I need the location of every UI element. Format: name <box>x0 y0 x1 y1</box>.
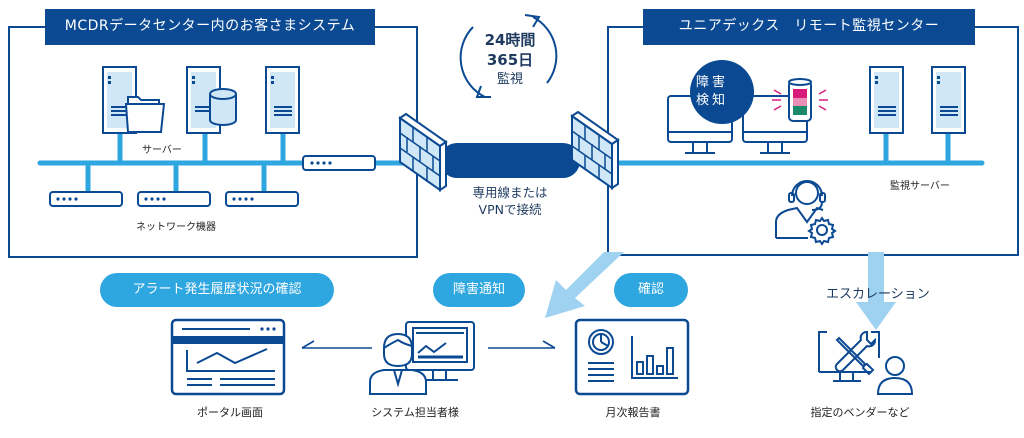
arrow-to-portal <box>301 340 372 349</box>
network-device-icon <box>137 191 211 207</box>
network-device-icon <box>225 191 299 207</box>
system-admin-label: システム担当者様 <box>371 406 459 419</box>
monitoring-diagram <box>617 60 985 246</box>
monthly-report-icon <box>574 318 690 396</box>
failure-detection-badge <box>690 60 754 124</box>
monitoring-server-icon <box>869 66 904 134</box>
monthly-report-label: 月次報告書 <box>605 406 661 419</box>
network-device-icon <box>49 191 123 207</box>
cycle-arrows-icon <box>459 14 558 98</box>
vendor-label: 指定のベンダーなど <box>810 406 910 419</box>
customer-panel-title: MCDRデータセンター内のお客さまシステム <box>45 9 375 45</box>
escalation-label: エスカレーション <box>826 287 930 302</box>
system-admin-icon <box>369 321 475 395</box>
dedicated-line-tunnel <box>440 143 580 178</box>
failure-notice-pill: 障害通知 <box>433 273 525 307</box>
database-icon <box>209 88 237 126</box>
operator-headset-icon <box>775 180 826 239</box>
network-label: ネットワーク機器 <box>136 222 216 233</box>
connection-text: 専用線または VPNで接続 <box>472 185 548 217</box>
firewall-icon <box>398 112 448 192</box>
firewall-icon <box>570 110 620 190</box>
server-icon <box>265 66 300 134</box>
portal-screen-icon <box>170 318 286 396</box>
folder-icon <box>124 96 166 133</box>
monitoring-server-label: 監視サーバー <box>890 181 950 192</box>
failure-notification-arrow <box>545 252 624 318</box>
alert-history-pill: アラート発生履歴状況の確認 <box>100 273 334 307</box>
confirm-pill: 確認 <box>614 273 688 307</box>
failure-detection-text: 障害 検知 <box>695 75 728 108</box>
portal-label: ポータル画面 <box>197 406 263 419</box>
alert-lamp-icon <box>772 78 828 122</box>
vendor-maintenance-icon <box>818 331 914 395</box>
monitoring-hours-text: 24時間 365日 監視 <box>484 31 536 87</box>
network-device-icon <box>302 155 376 171</box>
monitoring-panel-title: ユニアデックス リモート監視センター <box>643 9 975 45</box>
escalation-arrow <box>856 252 896 330</box>
customer-network-diagram <box>37 66 413 207</box>
secure-connection-diagram <box>398 110 620 192</box>
gear-icon <box>807 216 837 246</box>
arrow-to-report <box>488 340 556 349</box>
monitoring-server-icon <box>931 66 966 134</box>
customer-system-panel <box>8 26 418 258</box>
server-label: サーバー <box>142 145 182 156</box>
